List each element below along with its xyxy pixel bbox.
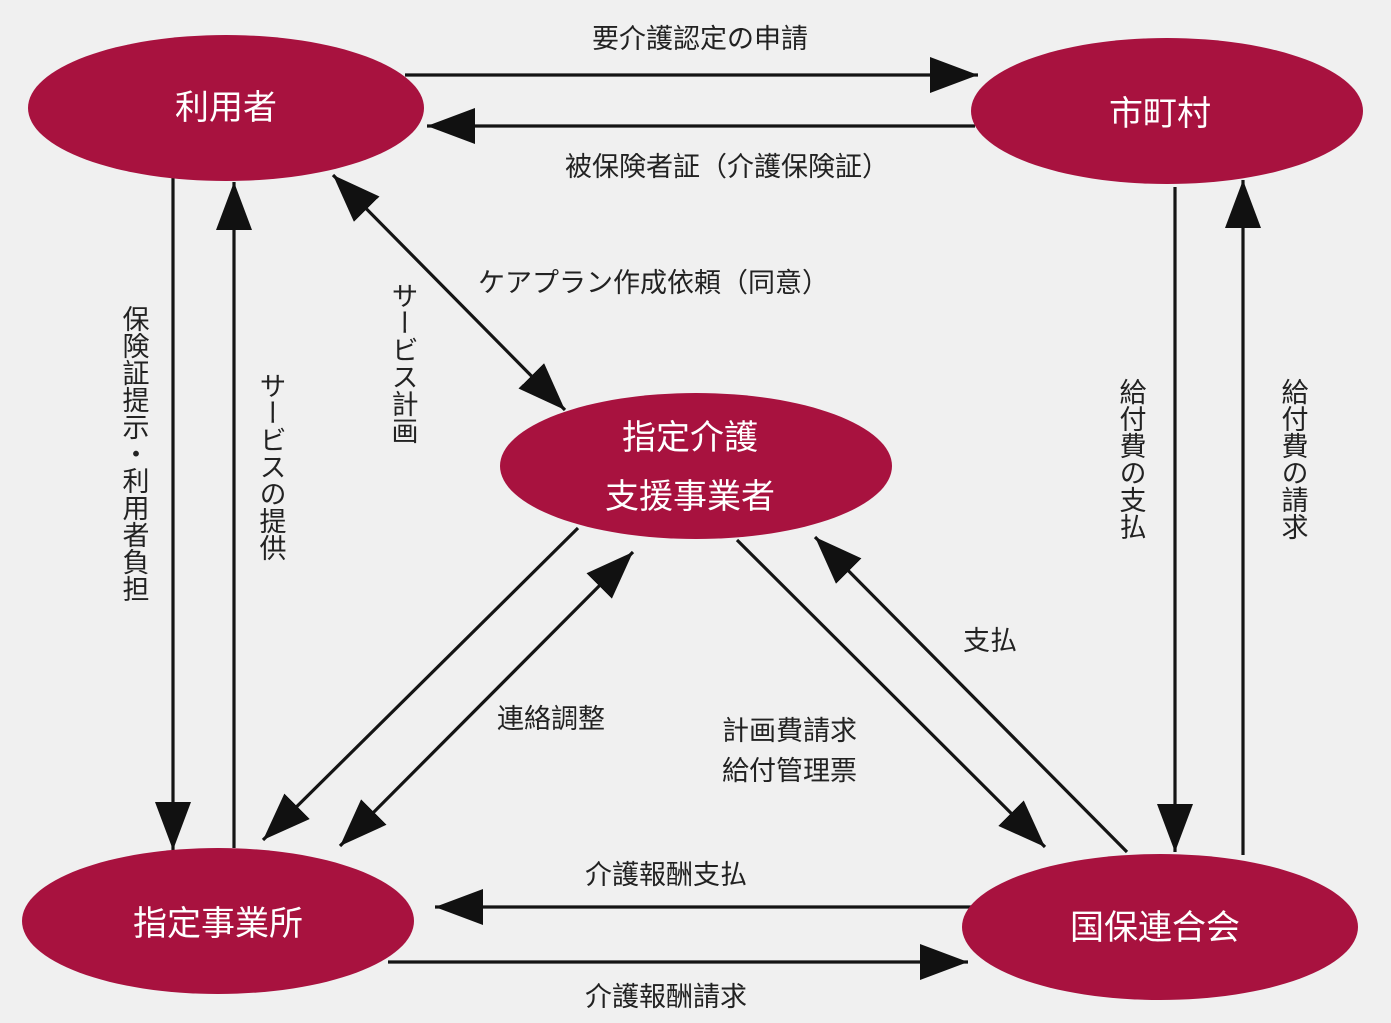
edges bbox=[155, 57, 1261, 980]
label-benefit-claim: 給付費の請求 bbox=[1277, 378, 1309, 540]
edge-coordination-both bbox=[338, 550, 635, 848]
edge-care-plan bbox=[331, 173, 567, 412]
node-care-manager-shape bbox=[500, 393, 892, 539]
label-coordination: 連絡調整 bbox=[497, 704, 605, 735]
node-care-manager: 指定介護 支援事業者 bbox=[500, 393, 892, 539]
edge-coordination-down bbox=[261, 526, 580, 842]
node-user: 利用者 bbox=[28, 35, 424, 181]
label-plan-fee-claim-line1: 計画費請求 bbox=[722, 716, 857, 747]
node-federation: 国保連合会 bbox=[962, 854, 1358, 1000]
label-payment: 支払 bbox=[963, 626, 1017, 657]
node-provider-label: 指定事業所 bbox=[133, 904, 303, 944]
edge-labels: 要介護認定の申請 被保険者証（介護保険証） ケアプラン作成依頼（同意） サービス… bbox=[118, 24, 1309, 1013]
node-user-label: 利用者 bbox=[175, 88, 277, 128]
label-service-provision: サービスの提供 bbox=[255, 372, 287, 561]
node-municipality-shape bbox=[971, 38, 1363, 184]
node-municipality: 市町村 bbox=[971, 38, 1363, 184]
label-care-fee-payment: 介護報酬支払 bbox=[585, 860, 747, 891]
label-card-presentation: 保険証提示・利用者負担 bbox=[118, 305, 150, 602]
node-provider: 指定事業所 bbox=[22, 848, 414, 994]
node-federation-label: 国保連合会 bbox=[1070, 908, 1240, 948]
edge-payment bbox=[813, 535, 1129, 854]
label-care-fee-claim: 介護報酬請求 bbox=[585, 982, 747, 1013]
node-care-manager-label-line2: 支援事業者 bbox=[605, 477, 775, 517]
edge-plan-fee-claim bbox=[735, 538, 1047, 849]
label-plan-fee-claim-line2: 給付管理票 bbox=[722, 756, 857, 787]
label-certification-application: 要介護認定の申請 bbox=[592, 24, 808, 55]
node-federation-shape bbox=[962, 854, 1358, 1000]
node-care-manager-label-line1: 指定介護 bbox=[622, 418, 758, 458]
node-provider-shape bbox=[22, 848, 414, 994]
label-service-plan: サービス計画 bbox=[387, 282, 418, 444]
label-insurance-card: 被保険者証（介護保険証） bbox=[565, 152, 889, 183]
label-care-plan-request: ケアプラン作成依頼（同意） bbox=[478, 268, 829, 299]
label-benefit-payment: 給付費の支払 bbox=[1115, 378, 1147, 540]
node-municipality-label: 市町村 bbox=[1109, 94, 1211, 134]
node-user-shape bbox=[28, 35, 424, 181]
